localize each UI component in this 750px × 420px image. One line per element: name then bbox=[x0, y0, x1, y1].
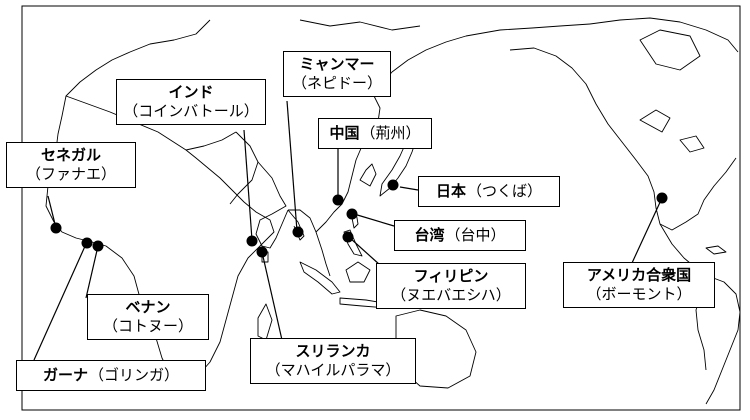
label-benin: ベナン （コトヌー） bbox=[87, 294, 209, 341]
label-ghana: ガーナ（ゴリンガ） bbox=[16, 360, 206, 392]
label-india: インド （コインバトール） bbox=[116, 79, 266, 126]
country-name: 日本 bbox=[435, 182, 466, 200]
label-myanmar: ミャンマー （ネピドー） bbox=[283, 51, 391, 98]
label-japan: 日本（つくば） bbox=[418, 176, 560, 208]
site-markers bbox=[50, 179, 668, 258]
country-name: アメリカ合衆国 bbox=[586, 266, 692, 284]
country-name: セネガル bbox=[40, 146, 101, 164]
label-taiwan: 台湾（台中） bbox=[394, 220, 526, 252]
site-city: （荊州） bbox=[360, 124, 421, 142]
site-city: （つくば） bbox=[467, 182, 543, 200]
site-city: （コトヌー） bbox=[102, 317, 193, 336]
marker-benin bbox=[92, 240, 104, 252]
site-city: （ボーモント） bbox=[586, 285, 692, 304]
label-usa: アメリカ合衆国 （ボーモント） bbox=[563, 262, 715, 309]
country-name: ミャンマー bbox=[299, 55, 375, 73]
marker-japan bbox=[387, 179, 399, 191]
site-city: （マハイルパラマ） bbox=[265, 361, 401, 380]
leader-japan bbox=[399, 186, 419, 191]
country-name: ベナン bbox=[125, 298, 171, 316]
leader-usa bbox=[631, 197, 663, 264]
leader-ghana bbox=[33, 243, 87, 361]
marker-myanmar bbox=[292, 226, 304, 238]
site-city: （ゴリンガ） bbox=[89, 366, 180, 384]
site-city: （ファナエ） bbox=[25, 165, 116, 184]
leader-srilanka bbox=[261, 251, 283, 341]
marker-taiwan bbox=[346, 208, 358, 220]
site-city: （台中） bbox=[445, 226, 506, 244]
country-name: 台湾 bbox=[414, 226, 445, 244]
marker-usa bbox=[656, 192, 668, 204]
label-philippines: フィリピン （ヌエバエシハ） bbox=[376, 263, 526, 310]
label-china: 中国（荊州） bbox=[318, 118, 432, 150]
leader-taiwan bbox=[353, 213, 395, 227]
country-name: インド bbox=[168, 83, 214, 101]
country-name: 中国 bbox=[329, 124, 360, 142]
leader-india bbox=[243, 129, 253, 241]
marker-philippines bbox=[342, 231, 354, 243]
marker-china bbox=[332, 194, 344, 206]
country-name: フィリピン bbox=[413, 267, 489, 285]
map-frame bbox=[21, 5, 741, 411]
site-city: （ヌエバエシハ） bbox=[391, 286, 511, 305]
leader-philippines bbox=[349, 237, 381, 266]
leader-benin bbox=[85, 245, 99, 299]
site-city: （ネピドー） bbox=[291, 74, 382, 93]
label-srilanka: スリランカ （マハイルパラマ） bbox=[250, 338, 416, 385]
marker-ghana bbox=[81, 237, 93, 249]
marker-srilanka bbox=[256, 246, 268, 258]
country-name: スリランカ bbox=[295, 342, 371, 360]
label-senegal: セネガル （ファナエ） bbox=[6, 142, 136, 189]
site-city: （コインバトール） bbox=[123, 102, 259, 121]
marker-india bbox=[246, 235, 258, 247]
leader-lines bbox=[33, 100, 663, 361]
country-name: ガーナ bbox=[42, 366, 88, 384]
leader-myanmar bbox=[286, 100, 298, 232]
marker-senegal bbox=[50, 222, 62, 234]
